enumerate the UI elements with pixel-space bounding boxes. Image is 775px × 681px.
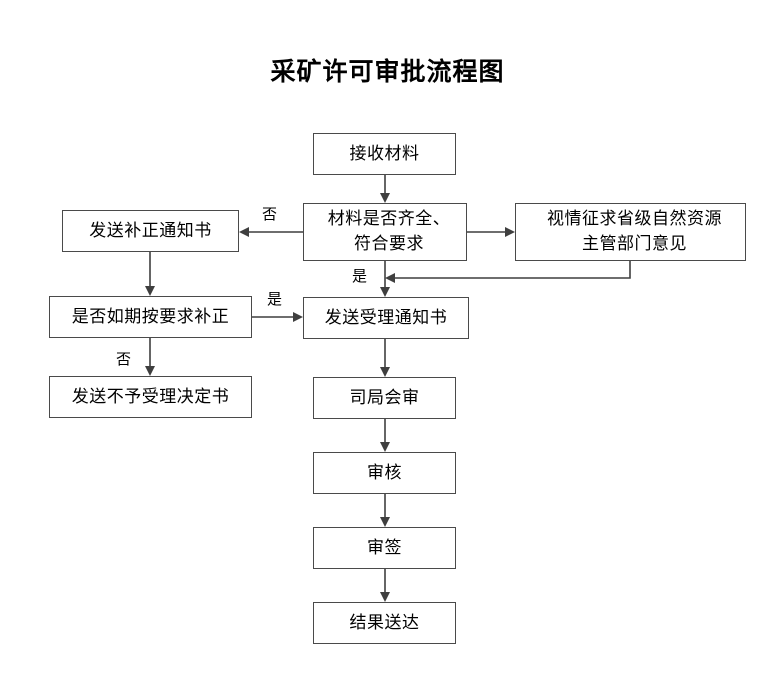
edge-label-no-from-corrected: 否 — [116, 350, 132, 368]
node-label-consult-provincial-line2: 主管部门意见 — [582, 234, 687, 254]
node-receive-materials[interactable]: 接收材料 — [313, 133, 456, 175]
edge-label-no-to-correction: 否 — [262, 205, 278, 223]
edge-label-yes-from-corrected: 是 — [267, 290, 283, 308]
node-label-check-materials-line1: 材料是否齐全、 — [327, 209, 451, 230]
node-label-send-rejection-decision: 发送不予受理决定书 — [71, 386, 230, 407]
edge-label-yes-from-check: 是 — [352, 267, 368, 285]
node-send-acceptance-notice[interactable]: 发送受理通知书 — [303, 297, 469, 339]
node-label-receive-materials: 接收材料 — [349, 143, 420, 164]
node-label-check-materials-line2: 符合要求 — [354, 234, 424, 254]
node-label-deliver-result: 结果送达 — [349, 612, 420, 633]
node-sign-off[interactable]: 审签 — [313, 527, 456, 569]
node-label-sign-off: 审签 — [367, 537, 402, 558]
node-label-send-acceptance-notice: 发送受理通知书 — [324, 307, 448, 328]
node-corrected-on-time[interactable]: 是否如期按要求补正 — [49, 296, 252, 338]
node-consult-provincial[interactable]: 视情征求省级自然资源主管部门意见 — [515, 203, 746, 261]
node-label-consult-provincial: 视情征求省级自然资源主管部门意见 — [516, 207, 745, 256]
node-check-materials[interactable]: 材料是否齐全、符合要求 — [303, 203, 467, 261]
node-label-department-review: 司局会审 — [349, 387, 420, 408]
node-audit[interactable]: 审核 — [313, 452, 456, 494]
node-label-consult-provincial-line1: 视情征求省级自然资源 — [547, 209, 722, 230]
page-title: 采矿许可审批流程图 — [270, 57, 505, 86]
node-label-audit: 审核 — [367, 462, 402, 483]
node-send-correction-notice[interactable]: 发送补正通知书 — [62, 210, 239, 252]
node-label-check-materials: 材料是否齐全、符合要求 — [304, 207, 466, 256]
node-send-rejection-decision[interactable]: 发送不予受理决定书 — [49, 376, 252, 418]
node-label-corrected-on-time: 是否如期按要求补正 — [71, 306, 230, 327]
node-deliver-result[interactable]: 结果送达 — [313, 602, 456, 644]
node-label-send-correction-notice: 发送补正通知书 — [89, 220, 212, 241]
node-department-review[interactable]: 司局会审 — [313, 377, 456, 419]
